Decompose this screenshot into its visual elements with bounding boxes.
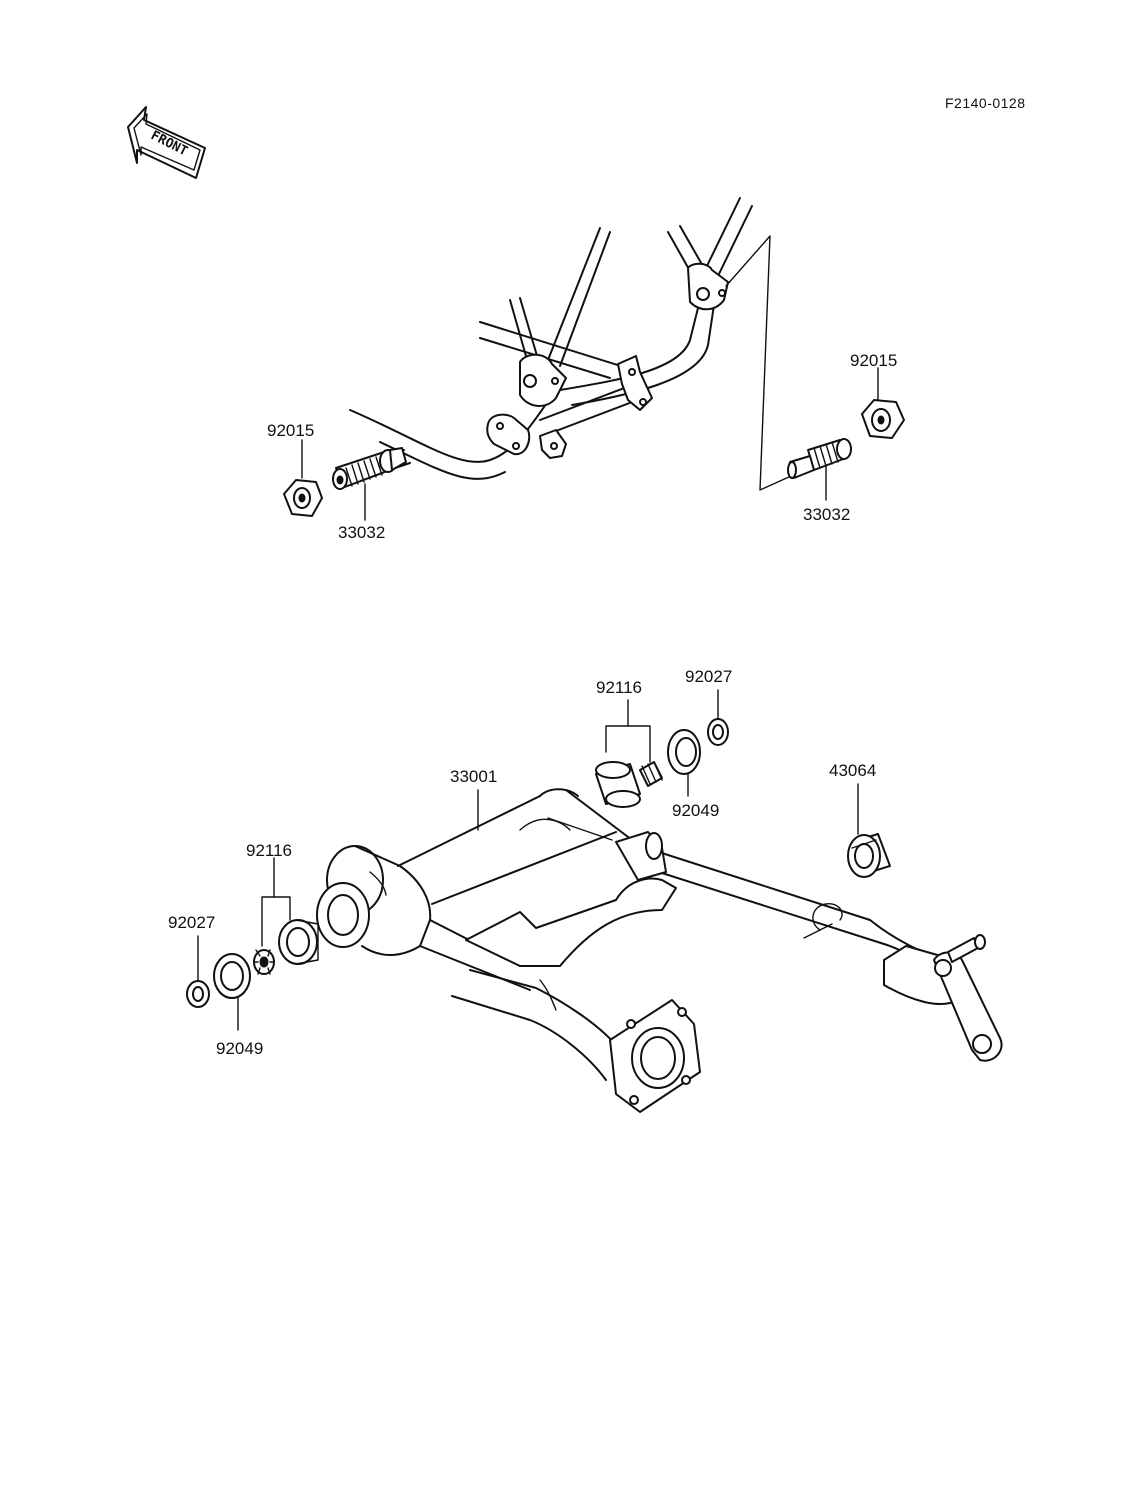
bracket-bearing-right [605, 725, 651, 763]
label-oil-seal-left: 92049 [216, 1039, 263, 1058]
bushing-icon [847, 833, 891, 878]
oil-seal-right-icon [667, 729, 701, 775]
label-bushing: 43064 [829, 761, 876, 780]
needle-bearing-right-icon [639, 761, 663, 787]
bearing-right-icon [595, 761, 641, 808]
collar-left-icon [186, 980, 210, 1008]
label-bearing-left: 92116 [246, 841, 292, 860]
bearing-left-icon [278, 919, 319, 965]
label-collar-right: 92027 [685, 667, 732, 686]
label-bearing-right: 92116 [596, 678, 642, 697]
label-swing-arm: 33001 [450, 767, 497, 786]
front-arrow-icon: FRONT [127, 106, 206, 179]
bracket-bearing-left [261, 896, 291, 947]
pivot-shaft-left-icon [332, 447, 407, 490]
pivot-shaft-right-icon [787, 438, 852, 479]
label-oil-seal-right: 92049 [672, 801, 719, 820]
label-shaft-left: 33032 [338, 523, 385, 542]
swing-arm-icon [316, 788, 1003, 1113]
label-nut-right: 92015 [850, 351, 897, 370]
collar-right-icon [707, 718, 729, 746]
frame-section [349, 197, 801, 491]
label-nut-left: 92015 [267, 421, 314, 440]
reference-code: F2140-0128 [945, 95, 1026, 111]
label-collar-left: 92027 [168, 913, 215, 932]
oil-seal-left-icon [213, 953, 251, 999]
nut-right-icon [861, 399, 905, 439]
label-shaft-right: 33032 [803, 505, 850, 524]
front-label: FRONT [148, 128, 190, 159]
needle-bearing-left-icon [253, 949, 275, 975]
nut-left-icon [283, 479, 323, 517]
